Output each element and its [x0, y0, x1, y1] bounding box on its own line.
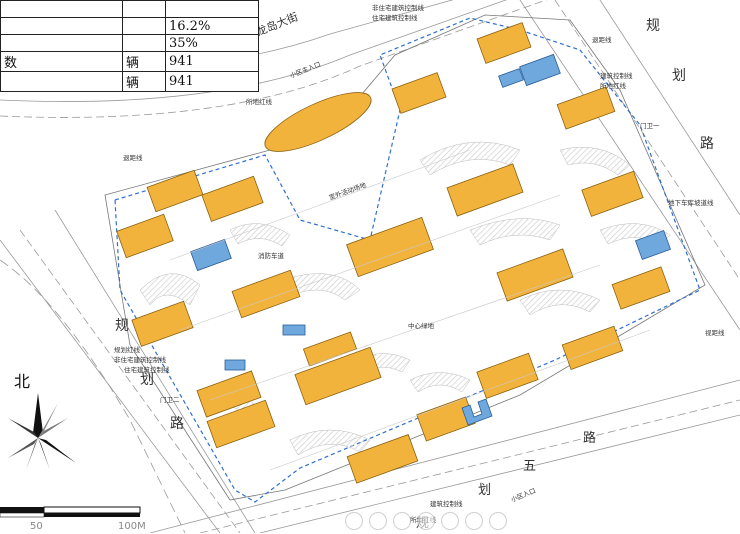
stats-cell: 941	[165, 71, 259, 92]
stats-row	[0, 0, 259, 18]
building-1	[116, 213, 174, 259]
road-label-bottom-2: 路	[583, 430, 596, 446]
label-setback-right: 视距线	[705, 328, 725, 337]
building-7	[206, 399, 276, 449]
road-label-right-2: 划	[672, 68, 686, 84]
road-label-right-3: 路	[700, 136, 714, 152]
label-main-entrance-bottom: 小区入口	[509, 486, 536, 504]
scale-bar	[0, 506, 141, 518]
stats-cell	[122, 0, 166, 18]
inner-paths	[169, 149, 651, 471]
stats-cell	[165, 0, 259, 18]
label-central-green: 中心绿地	[408, 321, 435, 330]
stats-row: 16.2%	[0, 17, 259, 35]
building-8	[294, 346, 382, 406]
label-control-line-1: 非住宅建筑控制线	[372, 3, 425, 12]
stats-row: 35%	[0, 34, 259, 52]
compass-north-label: 北	[14, 372, 31, 391]
road-label-bottom-3: 划	[478, 483, 491, 498]
stats-cell: 辆	[122, 51, 166, 72]
road-label-top-street: 龙岛大街	[254, 9, 300, 38]
public-building-3	[634, 229, 672, 261]
road-label-left-1: 规	[115, 318, 129, 334]
download-icon[interactable]	[465, 512, 483, 530]
public-building-4	[498, 68, 524, 88]
building-13	[561, 325, 624, 370]
label-activity-area: 室外活动场地	[328, 180, 368, 202]
zoom-out-icon[interactable]	[369, 512, 387, 530]
stats-cell: 辆	[122, 71, 166, 92]
label-control-right-1: 建筑控制线	[600, 71, 633, 80]
label-control-right-2: 所地红线	[600, 81, 627, 90]
building-5	[231, 269, 301, 319]
building-2	[146, 169, 204, 213]
label-bottom-control: 建筑控制线	[430, 499, 463, 508]
building-15	[446, 163, 524, 217]
fit-icon[interactable]	[441, 512, 459, 530]
label-left-redline: 规划红线	[114, 345, 141, 354]
label-setback-top-right: 退距线	[592, 35, 612, 44]
building-9	[346, 216, 434, 278]
building-16	[581, 170, 644, 217]
rotate-right-icon[interactable]	[417, 512, 435, 530]
clubhouse	[264, 92, 372, 152]
road-label-left-3: 路	[170, 416, 184, 432]
road-label-right-1: 规	[646, 18, 660, 34]
stats-cell: 941	[165, 51, 259, 72]
entrance-gate-structure	[461, 398, 493, 426]
stats-cell	[0, 34, 123, 52]
label-control-line-2: 住宅建筑控制线	[372, 13, 418, 22]
road-label-left-2: 划	[140, 372, 154, 388]
building-18	[391, 72, 447, 114]
zoom-in-icon[interactable]	[345, 512, 363, 530]
label-left-control-2: 住宅建筑控制线	[124, 365, 170, 374]
road-label-bottom-1: 五	[523, 459, 536, 474]
stats-cell	[0, 17, 123, 35]
public-buildings	[190, 53, 672, 426]
stats-cell	[0, 71, 123, 92]
scale-label-100: 100M	[118, 521, 146, 532]
label-garage-ramp: 地下车库坡道线	[668, 198, 714, 207]
label-fire-lane: 消防车道	[258, 251, 285, 260]
label-gate-1: 门卫一	[640, 121, 660, 130]
label-redline-top: 所地红线	[246, 97, 273, 106]
building-10	[346, 434, 419, 484]
site-boundary-line	[114, 17, 701, 503]
building-20	[611, 266, 671, 310]
label-left-control-1: 非住宅建筑控制线	[114, 355, 167, 364]
building-14	[496, 248, 574, 302]
residential-buildings	[116, 22, 671, 484]
public-building-6	[224, 359, 246, 371]
compass-rose	[8, 393, 76, 470]
building-4	[131, 300, 194, 347]
rotate-left-icon[interactable]	[393, 512, 411, 530]
viewer-toolbar	[345, 512, 507, 534]
building-19	[476, 22, 532, 64]
public-building-2	[519, 53, 561, 87]
stats-cell	[0, 0, 123, 18]
fullscreen-icon[interactable]	[489, 512, 507, 530]
label-gate-2: 门卫二	[160, 395, 180, 404]
building-17	[556, 86, 616, 130]
scale-label-50: 50	[30, 521, 43, 532]
building-12	[476, 352, 539, 399]
label-main-entrance-top: 小区主入口	[288, 59, 322, 80]
label-setback-top-left: 退距线	[123, 153, 143, 162]
stats-cell: 16.2%	[165, 17, 259, 35]
stats-cell: 35%	[165, 34, 259, 52]
public-building-1	[190, 238, 232, 272]
public-building-5	[282, 324, 306, 336]
building-3	[201, 175, 264, 222]
stats-cell	[122, 34, 166, 52]
stats-cell: 数	[0, 51, 123, 72]
stats-cell	[122, 17, 166, 35]
